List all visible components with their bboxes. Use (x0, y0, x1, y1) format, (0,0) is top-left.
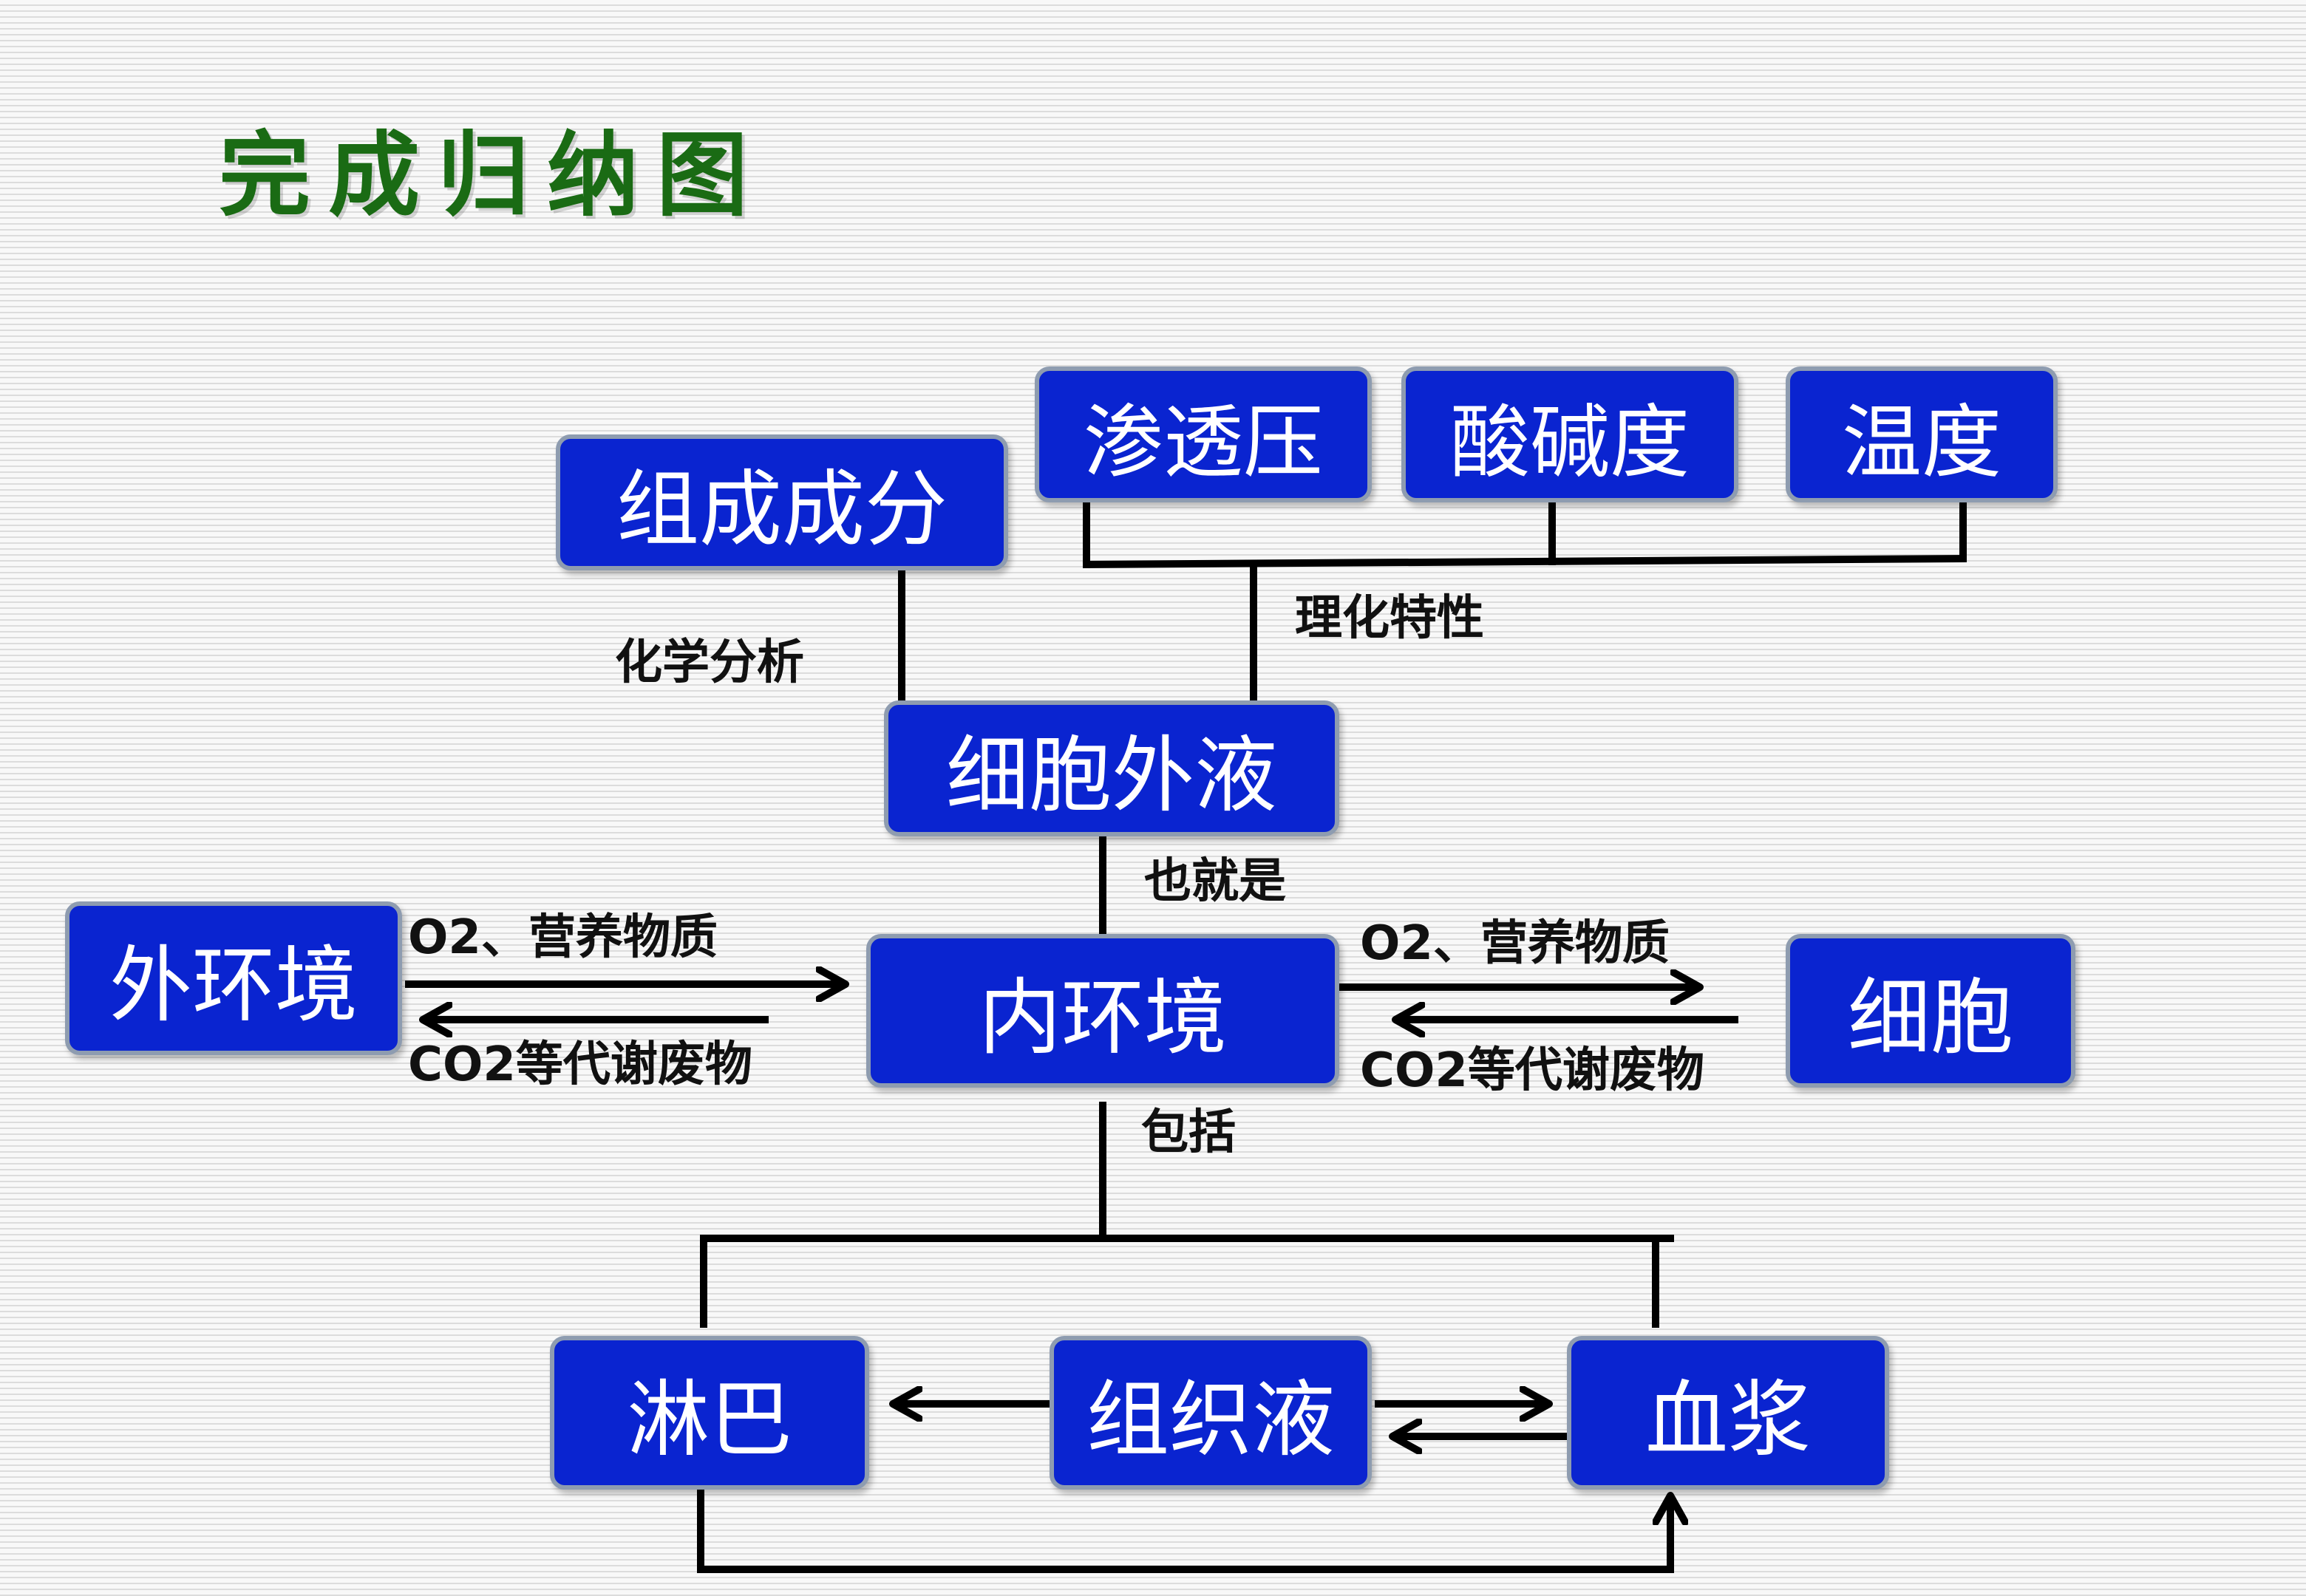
lymph-to-plasma-path (697, 1471, 1674, 1573)
right-in-label: O2、营养物质 (1360, 915, 1670, 971)
page-title: 完成归纳图 (219, 121, 766, 229)
external-environment-box: 外环境 (65, 901, 402, 1055)
osmotic-pressure-box: 渗透压 (1035, 366, 1372, 502)
left-in-label: O2、营养物质 (408, 909, 718, 965)
composition-box: 组成成分 (556, 434, 1008, 570)
ph-box: 酸碱度 (1401, 366, 1738, 502)
includes-label: 包括 (1141, 1104, 1237, 1160)
that-is-label: 也就是 (1144, 853, 1287, 909)
tissue-fluid-box: 组织液 (1050, 1336, 1372, 1490)
properties-bracket (1082, 554, 1967, 569)
right-out-label: CO2等代谢废物 (1360, 1042, 1704, 1098)
extracellular-fluid-box: 细胞外液 (884, 700, 1339, 836)
physicochemical-properties-label: 理化特性 (1295, 590, 1485, 646)
cell-box: 细胞 (1786, 934, 2075, 1088)
internal-environment-box: 内环境 (866, 934, 1339, 1088)
plasma-box: 血浆 (1567, 1336, 1889, 1490)
temperature-box: 温度 (1786, 366, 2058, 502)
lymph-box: 淋巴 (550, 1336, 869, 1490)
chemical-analysis-label: 化学分析 (615, 634, 805, 690)
left-out-label: CO2等代谢废物 (408, 1036, 752, 1092)
